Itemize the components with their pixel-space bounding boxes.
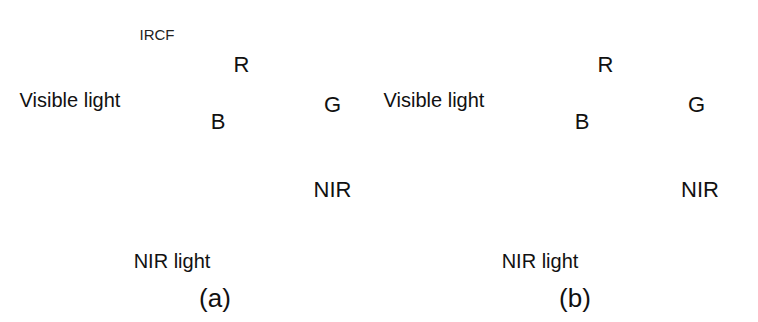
channel-label: B bbox=[211, 110, 226, 134]
blue-ray bbox=[90, 145, 300, 207]
blue-pixel-filter: B bbox=[196, 88, 287, 213]
channel-label: R bbox=[234, 53, 250, 77]
nir-pixel-filter: NIR bbox=[651, 128, 742, 253]
blue-pixel-filter: B bbox=[560, 88, 651, 213]
filter-face bbox=[560, 3, 651, 128]
filter-face bbox=[651, 128, 742, 253]
channel-label: G bbox=[688, 93, 705, 117]
green-pixel-filter: G bbox=[287, 43, 378, 168]
light-label: Visible light bbox=[20, 89, 121, 111]
green-pixel-filter: G bbox=[651, 43, 742, 168]
green-ray bbox=[48, 128, 270, 192]
nir-ray bbox=[120, 172, 272, 240]
nir-ray bbox=[484, 198, 662, 240]
filter-face bbox=[287, 43, 378, 168]
filter-face bbox=[651, 43, 742, 168]
channel-label: R bbox=[598, 53, 614, 77]
channel-label: NIR bbox=[681, 178, 719, 202]
light-label: NIR light bbox=[502, 250, 579, 272]
light-label: NIR light bbox=[134, 250, 211, 272]
filter-face bbox=[130, 5, 318, 275]
channel-label: G bbox=[324, 93, 341, 117]
filter-shape bbox=[560, 88, 651, 213]
red-pixel-filter: R bbox=[196, 3, 287, 128]
filter-shape bbox=[130, 5, 318, 275]
channel-label: NIR bbox=[314, 178, 352, 202]
green-ray bbox=[412, 128, 634, 192]
ir-cut-filter: IRCF bbox=[130, 5, 318, 275]
filter-shape bbox=[196, 88, 287, 213]
channel-label: B bbox=[575, 110, 590, 134]
filter-face bbox=[196, 3, 287, 128]
leader-lines bbox=[70, 115, 160, 247]
filter-label: IRCF bbox=[140, 27, 175, 44]
red-pixel-filter: R bbox=[560, 3, 651, 128]
blue-ray bbox=[454, 145, 664, 207]
filter-face bbox=[287, 128, 378, 253]
filter-face bbox=[196, 88, 287, 213]
light-label: Visible light bbox=[384, 89, 485, 111]
panel-label: (b) bbox=[559, 284, 591, 313]
panel-label: (a) bbox=[199, 284, 231, 313]
reflected-ray bbox=[190, 172, 272, 238]
nir-pixel-filter: NIR bbox=[287, 128, 378, 253]
filter-face bbox=[560, 88, 651, 213]
leader-lines bbox=[434, 115, 522, 247]
